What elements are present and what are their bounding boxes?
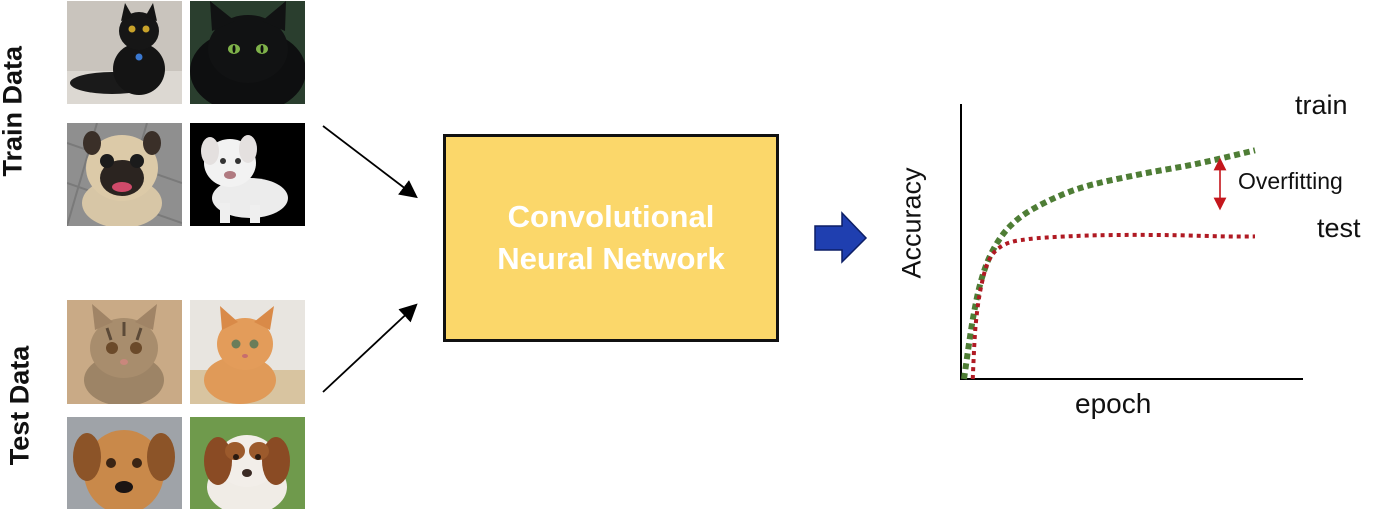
orange-kitten-photo <box>190 300 305 404</box>
series-line-train <box>961 147 1256 380</box>
overfitting-annotation: Overfitting <box>1238 168 1343 194</box>
spaniel-puppy-photo <box>190 417 305 509</box>
right-arrow-icon <box>814 211 868 264</box>
black-cat-closeup-photo <box>190 1 305 104</box>
cnn-box: Convolutional Neural Network <box>443 134 779 342</box>
test-to-cnn-arrow <box>322 303 418 393</box>
white-puppy-photo <box>190 123 305 226</box>
y-axis-label: Accuracy <box>896 167 927 279</box>
train-to-cnn-arrow <box>322 125 418 199</box>
x-axis-label: epoch <box>1075 388 1152 419</box>
brown-dog-photo <box>67 417 182 509</box>
pug-photo <box>67 123 182 226</box>
tabby-kitten-photo <box>67 300 182 404</box>
series-label-train: train <box>1295 90 1348 120</box>
black-cat-photo <box>67 1 182 104</box>
cnn-title-line2: Neural Network <box>497 241 725 276</box>
series-label-test: test <box>1317 213 1361 243</box>
series-line-test <box>970 232 1256 380</box>
cnn-title-line1: Convolutional <box>507 199 715 234</box>
